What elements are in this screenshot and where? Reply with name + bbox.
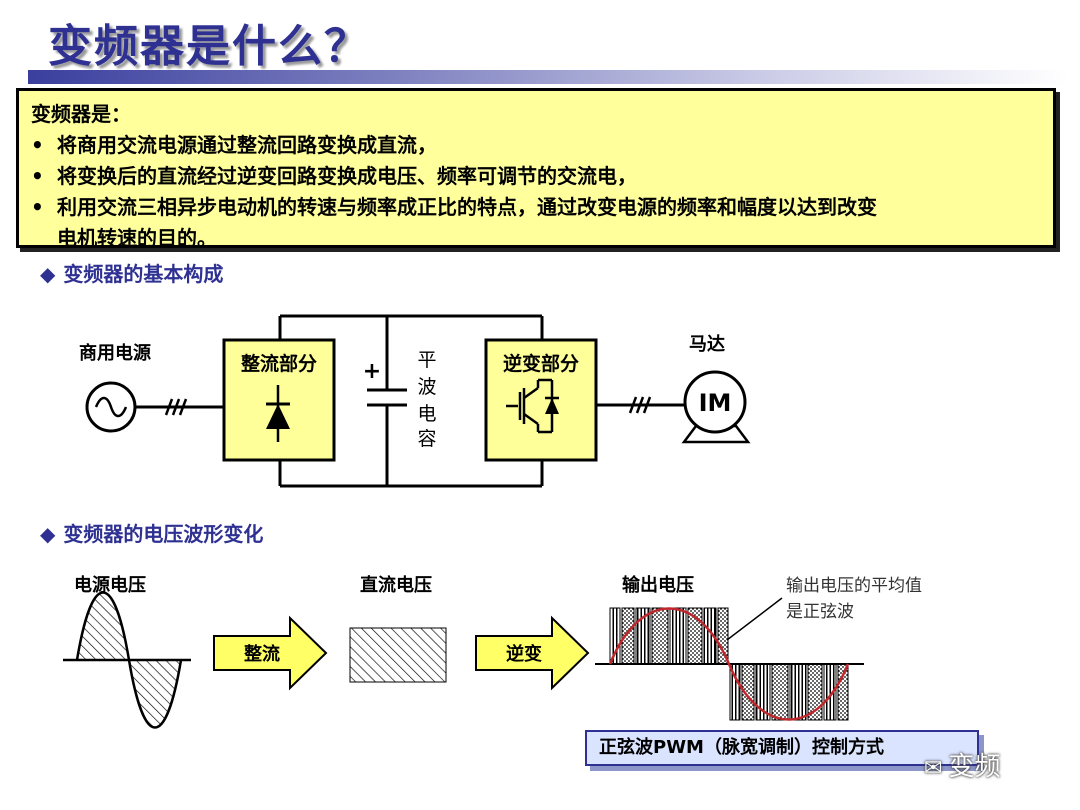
ac-source-icon bbox=[85, 381, 137, 433]
bullet: • bbox=[31, 195, 44, 219]
rectify-arrow: 整流 bbox=[213, 615, 328, 691]
rectify-arrow-label: 整流 bbox=[243, 643, 280, 665]
dc-voltage-block bbox=[349, 627, 447, 683]
structure-diagram: 商用电源 整流部分 bbox=[79, 314, 751, 488]
definition-item: • 将变换后的直流经过逆变回路变换成电压、频率可调节的交流电， bbox=[31, 161, 1041, 192]
motor-im-label: IM bbox=[699, 389, 732, 417]
capacitor-label-char: 波 bbox=[417, 376, 436, 398]
wechat-icon: ✉ bbox=[924, 756, 943, 781]
definition-item-text: 将商用交流电源通过整流回路变换成直流， bbox=[57, 133, 437, 157]
dc-bus bbox=[278, 314, 544, 488]
watermark-text: 变频 bbox=[948, 752, 1001, 782]
title-underline-bar bbox=[28, 70, 1068, 84]
section-basic-structure: ◆ 变频器的基本构成 bbox=[40, 258, 223, 287]
pwm-output-wave bbox=[595, 607, 864, 721]
rectifier-block: 整流部分 bbox=[222, 338, 336, 462]
definition-item: • 利用交流三相异步电动机的转速与频率成正比的特点，通过改变电源的频率和幅度以达到… bbox=[31, 192, 1041, 223]
dc-voltage-label: 直流电压 bbox=[360, 574, 432, 596]
motor-icon: IM bbox=[681, 370, 751, 444]
source-voltage-label: 电源电压 bbox=[74, 574, 146, 596]
output-voltage-label: 输出电压 bbox=[622, 574, 694, 596]
diamond-icon: ◆ bbox=[40, 522, 56, 546]
capacitor-label-char: 平 bbox=[417, 349, 436, 371]
page-title: 变频器是什么？ bbox=[48, 21, 370, 72]
power-source-label: 商用电源 bbox=[79, 342, 151, 364]
capacitor-label-char: 电 bbox=[417, 403, 436, 425]
definition-item: • 将商用交流电源通过整流回路变换成直流， bbox=[31, 130, 1041, 161]
bullet: • bbox=[31, 133, 44, 157]
diamond-icon: ◆ bbox=[40, 262, 56, 286]
source-sine-wave bbox=[63, 591, 191, 729]
section-label: 变频器的电压波形变化 bbox=[63, 522, 264, 546]
inverter-block: 逆变部分 bbox=[484, 338, 598, 462]
three-phase-wire bbox=[596, 396, 686, 414]
diode-icon bbox=[266, 385, 290, 442]
capacitor-plus-sign: + bbox=[363, 359, 381, 384]
invert-arrow: 逆变 bbox=[475, 615, 590, 691]
motor-label: 马达 bbox=[689, 333, 725, 355]
watermark: ✉变频 bbox=[924, 746, 1000, 783]
smoothing-capacitor: + 平 波 电 容 bbox=[363, 316, 437, 486]
definition-item-text: 利用交流三相异步电动机的转速与频率成正比的特点，通过改变电源的频率和幅度以达到改… bbox=[57, 195, 877, 219]
note-line-2: 是正弦波 bbox=[786, 602, 854, 622]
definition-box: 变频器是： • 将商用交流电源通过整流回路变换成直流， • 将变换后的直流经过逆变回… bbox=[16, 88, 1056, 250]
waveform-diagram: 电源电压 直流电压 输出电压 整流 逆变 bbox=[63, 574, 922, 729]
invert-arrow-label: 逆变 bbox=[506, 643, 542, 665]
definition-item-continuation: 电机转速的目的。 bbox=[57, 226, 217, 250]
average-voltage-note: 输出电压的平均值 是正弦波 bbox=[726, 576, 922, 641]
inverter-label: 逆变部分 bbox=[503, 352, 579, 375]
pwm-control-label: 正弦波PWM（脉宽调制）控制方式 bbox=[585, 730, 979, 766]
igbt-icon bbox=[506, 378, 559, 434]
three-phase-wire bbox=[135, 398, 224, 416]
note-line-1: 输出电压的平均值 bbox=[786, 576, 922, 596]
definition-item-text: 将变换后的直流经过逆变回路变换成电压、频率可调节的交流电， bbox=[57, 164, 637, 188]
section-label: 变频器的基本构成 bbox=[63, 262, 224, 286]
rectifier-label: 整流部分 bbox=[241, 352, 317, 375]
bullet: • bbox=[31, 164, 44, 188]
section-voltage-waveform: ◆ 变频器的电压波形变化 bbox=[40, 518, 263, 547]
capacitor-label-char: 容 bbox=[417, 428, 436, 450]
definition-heading: 变频器是： bbox=[31, 102, 131, 126]
